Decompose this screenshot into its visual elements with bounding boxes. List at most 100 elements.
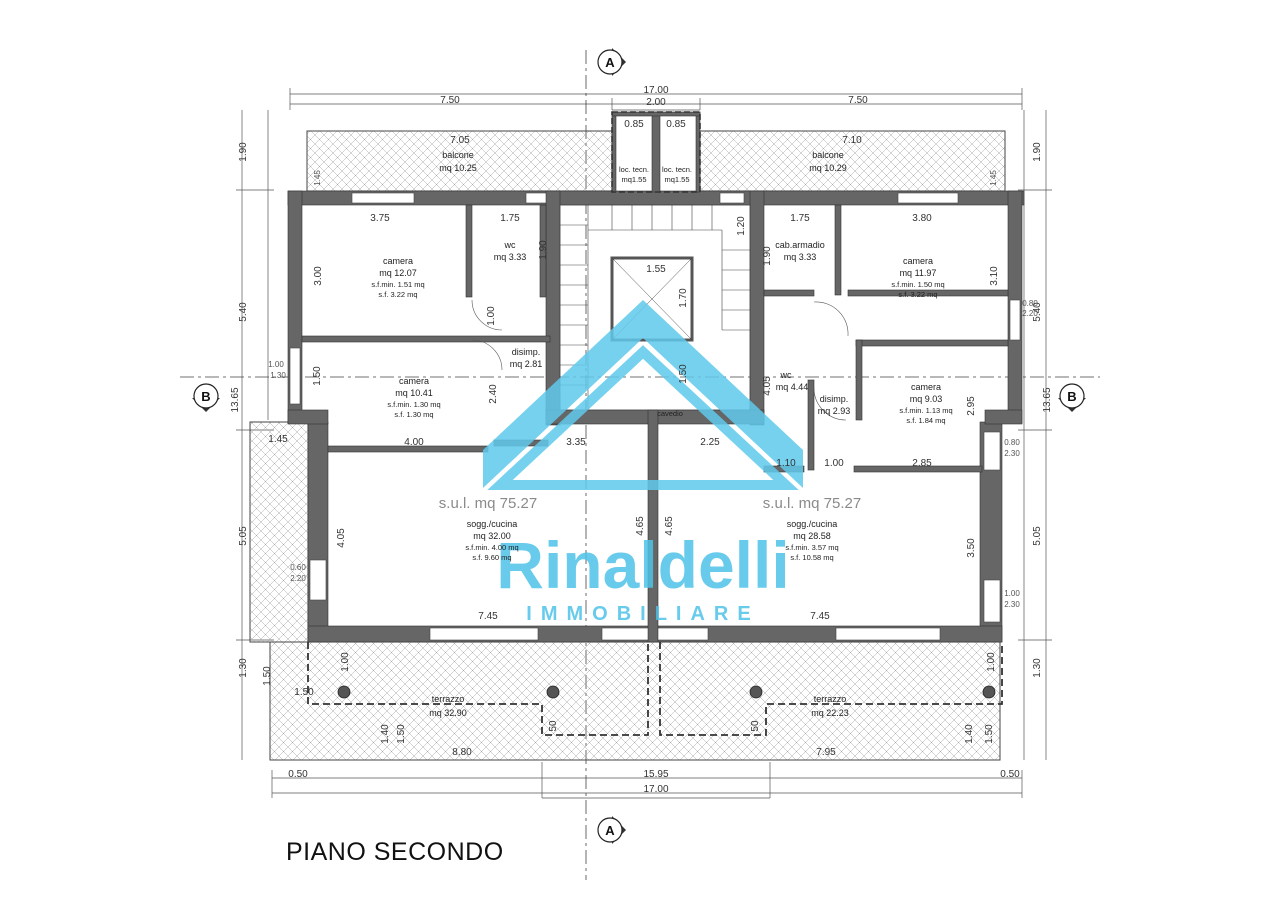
room-area: mq 10.41 xyxy=(395,388,433,398)
win-label: 0.60 xyxy=(290,563,306,572)
dim-terr-150c: 1.50 xyxy=(396,724,407,744)
dim-stair-150: 1.50 xyxy=(678,364,689,384)
room-sfmin: s.f.min. 1.51 mq xyxy=(371,280,424,289)
room-name: cavedio xyxy=(657,409,683,418)
room-sf: s.f. 1.30 mq xyxy=(394,410,433,419)
room-area: mq 32.00 xyxy=(473,531,511,541)
dim-tecn-right: 0.85 xyxy=(666,119,686,130)
sul-label-left: s.u.l. mq 75.27 xyxy=(439,495,537,512)
win-label: 1.30 xyxy=(270,371,286,380)
dim-stair-120: 1.20 xyxy=(736,216,747,236)
pillars xyxy=(337,685,996,699)
section-marker-b-left: B xyxy=(192,383,220,412)
room-name: terrazzo xyxy=(432,694,465,704)
room-name: loc. tecn. xyxy=(619,165,649,174)
dim-left-145: 1.45 xyxy=(268,434,288,445)
room-sf: s.f. 1.84 mq xyxy=(906,416,945,425)
room-sfmin: s.f.min. 4.00 mq xyxy=(465,543,518,552)
dim-wc-190: 1.90 xyxy=(538,240,549,260)
room-area: mq 3.33 xyxy=(494,252,527,262)
room-name: camera xyxy=(399,376,429,386)
room-name: balcone xyxy=(812,150,844,160)
dim-top-total: 17.00 xyxy=(643,85,668,96)
dim-room-310: 3.10 xyxy=(989,266,1000,286)
room-name: camera xyxy=(383,256,413,266)
room-sf: s.f. 10.58 mq xyxy=(790,553,833,562)
dim-room-380: 3.80 xyxy=(912,213,932,224)
win-label: 2.30 xyxy=(1004,600,1020,609)
dim-w-285: 2.85 xyxy=(912,458,932,469)
dim-dis-240: 2.40 xyxy=(488,384,499,404)
dim-room-175a: 1.75 xyxy=(500,213,520,224)
windows xyxy=(289,192,1021,641)
dim-terr-100a: 1.00 xyxy=(340,652,351,672)
dim-sog-405: 4.05 xyxy=(336,528,347,548)
room-sf: s.f. 3.22 mq xyxy=(898,290,937,299)
dim-terr-150: 1.50 xyxy=(262,666,273,686)
room-name: terrazzo xyxy=(814,694,847,704)
dim-top-left: 7.50 xyxy=(440,95,460,106)
room-name: wc xyxy=(504,240,516,250)
window-labels: 1.00 1.30 0.60 2.20 0.80 2.30 1.00 2.30 … xyxy=(268,170,1038,609)
dim-sog-350: 3.50 xyxy=(966,538,977,558)
room-name: wc xyxy=(780,370,792,380)
dim-left-terr: 1.30 xyxy=(238,658,249,678)
room-area: mq 22.23 xyxy=(811,708,849,718)
dim-terr-50b: 50 xyxy=(750,720,761,732)
dim-terr-795: 7.95 xyxy=(816,747,836,758)
dim-room-175b: 1.75 xyxy=(790,213,810,224)
dim-right-terr: 1.30 xyxy=(1032,658,1043,678)
dim-left-bot: 5.05 xyxy=(238,526,249,546)
dim-tecn-left: 0.85 xyxy=(624,119,644,130)
dimension-labels: 17.00 7.50 2.00 7.50 0.85 0.85 7.05 7.10… xyxy=(230,85,1053,795)
room-name: cab.armadio xyxy=(775,240,825,250)
dim-cab-190: 1.90 xyxy=(762,246,773,266)
dim-terr-140a: 1.40 xyxy=(380,724,391,744)
dim-w-110: 1.10 xyxy=(776,458,796,469)
dim-sog-465a: 4.65 xyxy=(635,516,646,536)
room-name: disimp. xyxy=(512,347,541,357)
dim-stair-170: 1.70 xyxy=(678,288,689,308)
room-area: mq 12.07 xyxy=(379,268,417,278)
dim-w-335: 3.35 xyxy=(566,437,586,448)
room-area: mq 32.90 xyxy=(429,708,467,718)
room-area: mq 10.25 xyxy=(439,163,477,173)
dim-sog-745a: 7.45 xyxy=(478,611,498,622)
dim-h-295: 2.95 xyxy=(966,396,977,416)
watermark-subtitle: IMMOBILIARE xyxy=(526,603,759,625)
room-area: mq 10.29 xyxy=(809,163,847,173)
section-label: A xyxy=(605,823,615,838)
dim-balcone-right: 7.10 xyxy=(842,135,862,146)
dim-right-bot: 5.05 xyxy=(1032,526,1043,546)
room-name: camera xyxy=(911,382,941,392)
room-area: mq 28.58 xyxy=(793,531,831,541)
room-area: mq1.55 xyxy=(621,175,646,184)
dim-left-total: 13.65 xyxy=(230,387,241,412)
dim-top-right: 7.50 xyxy=(848,95,868,106)
dim-w-400: 4.00 xyxy=(404,437,424,448)
watermark-brand: Rinaldelli xyxy=(496,528,789,602)
dim-w-225: 2.25 xyxy=(700,437,720,448)
room-sfmin: s.f.min. 1.50 mq xyxy=(891,280,944,289)
section-marker-a-bottom: A xyxy=(597,816,626,844)
dim-terr-150d: 1.50 xyxy=(984,724,995,744)
room-area: mq 2.81 xyxy=(510,359,543,369)
room-labels: balcone mq 10.25 balcone mq 10.29 loc. t… xyxy=(371,150,952,718)
dim-dis-100: 1.00 xyxy=(486,306,497,326)
room-sfmin: s.f.min. 1.30 mq xyxy=(387,400,440,409)
win-label: 1.00 xyxy=(1004,589,1020,598)
dim-bottom-total: 17.00 xyxy=(643,784,668,795)
dim-left-mid: 5.40 xyxy=(238,302,249,322)
room-area: mq 2.93 xyxy=(818,406,851,416)
room-sfmin: s.f.min. 3.57 mq xyxy=(785,543,838,552)
room-name: sogg./cucina xyxy=(787,519,838,529)
dim-terr-140b: 1.40 xyxy=(964,724,975,744)
dim-bottom-left: 0.50 xyxy=(288,769,308,780)
room-name: loc. tecn. xyxy=(662,165,692,174)
dim-room-375: 3.75 xyxy=(370,213,390,224)
win-label: 1.00 xyxy=(268,360,284,369)
room-area: mq 3.33 xyxy=(784,252,817,262)
dim-wc-405: 4.05 xyxy=(762,376,773,396)
room-name: sogg./cucina xyxy=(467,519,518,529)
